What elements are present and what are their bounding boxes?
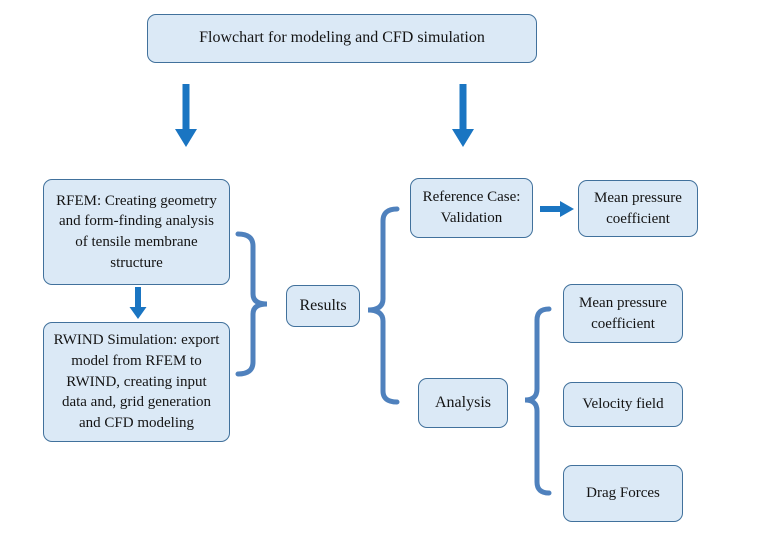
node-drag-forces: Drag Forces — [563, 465, 683, 522]
node-velocity-field: Velocity field — [563, 382, 683, 427]
node-results: Results — [286, 285, 360, 327]
down-arrow-right-icon — [452, 84, 474, 147]
node-analysis: Analysis — [418, 378, 508, 428]
node-rwind: RWIND Simulation: export model from RFEM… — [43, 322, 230, 442]
node-mean-pressure-analysis: Mean pressure coefficient — [563, 284, 683, 343]
node-title: Flowchart for modeling and CFD simulatio… — [147, 14, 537, 63]
analysis-branch-brace-icon — [524, 306, 552, 496]
node-mean-pressure-validation: Mean pressure coefficient — [578, 180, 698, 237]
rfem-to-rwind-arrow-icon — [129, 287, 147, 319]
node-rfem: RFEM: Creating geometry and form-finding… — [43, 179, 230, 285]
down-arrow-left-icon — [175, 84, 197, 147]
results-branch-brace-icon — [367, 206, 400, 405]
node-reference-case: Reference Case: Validation — [410, 178, 533, 238]
left-results-brace-icon — [235, 231, 268, 377]
validation-to-coefficient-arrow-icon — [540, 201, 574, 217]
